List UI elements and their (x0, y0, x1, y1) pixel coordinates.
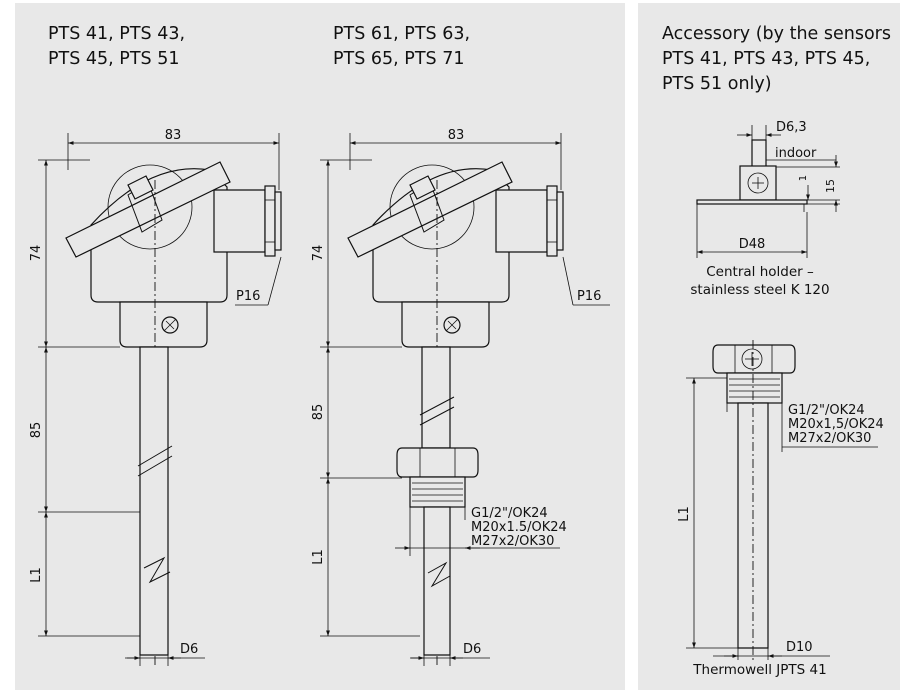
thread-option: M27x2/OK30 (788, 431, 871, 446)
rod-note-label: indoor (775, 146, 817, 161)
heading-accessory: Accessory (by the sensors PTS 41, PTS 43… (662, 24, 891, 94)
cable-gland-label: P16 (236, 289, 260, 304)
insertion-length-dimension: L1 (311, 549, 326, 565)
clamp-height-label: 15 (824, 179, 837, 193)
thermowell-diameter-label: D10 (786, 640, 813, 655)
thread-option: M20x1,5/OK24 (788, 417, 884, 432)
sensor-drawing-left: 83 74 85 L1 (29, 128, 282, 666)
thread-option: G1/2"/OK24 (471, 506, 548, 521)
thermowell-length-label: L1 (677, 506, 692, 522)
stem-diameter-label: D6 (180, 642, 198, 657)
plate-thickness-label: 1 (798, 175, 809, 181)
sensor-drawing-middle: 83 74 85 L1 (311, 128, 610, 666)
thread-option: G1/2"/OK24 (788, 403, 865, 418)
holder-caption-material: stainless steel K 120 (690, 282, 829, 298)
head-height-dimension: 74 (311, 245, 326, 262)
width-dimension: 83 (448, 128, 465, 143)
central-holder-drawing: D6,3 indoor 15 1 D48 Central holder – st… (690, 120, 840, 298)
thread-option: M20x1.5/OK24 (471, 520, 567, 535)
sensor-panel (15, 3, 625, 690)
insertion-length-dimension: L1 (29, 567, 44, 583)
thermowell-drawing: G1/2"/OK24 M20x1,5/OK24 M27x2/OK30 L1 D1… (677, 340, 884, 678)
thermowell-caption: Thermowell JPTS 41 (692, 662, 826, 678)
plate-diameter-label: D48 (739, 237, 766, 252)
neck-length-dimension: 85 (29, 422, 44, 439)
rod-diameter-label: D6,3 (776, 120, 807, 135)
cable-gland-label: P16 (577, 289, 601, 304)
width-dimension: 83 (165, 128, 182, 143)
heading-pts-41-51: PTS 41, PTS 43, PTS 45, PTS 51 (48, 24, 186, 69)
neck-length-dimension: 85 (311, 404, 326, 421)
thread-option: M27x2/OK30 (471, 534, 554, 549)
stem-diameter-label: D6 (463, 642, 481, 657)
heading-pts-61-71: PTS 61, PTS 63, PTS 65, PTS 71 (333, 24, 471, 69)
head-height-dimension: 74 (29, 245, 44, 262)
holder-caption: Central holder – (706, 264, 814, 280)
